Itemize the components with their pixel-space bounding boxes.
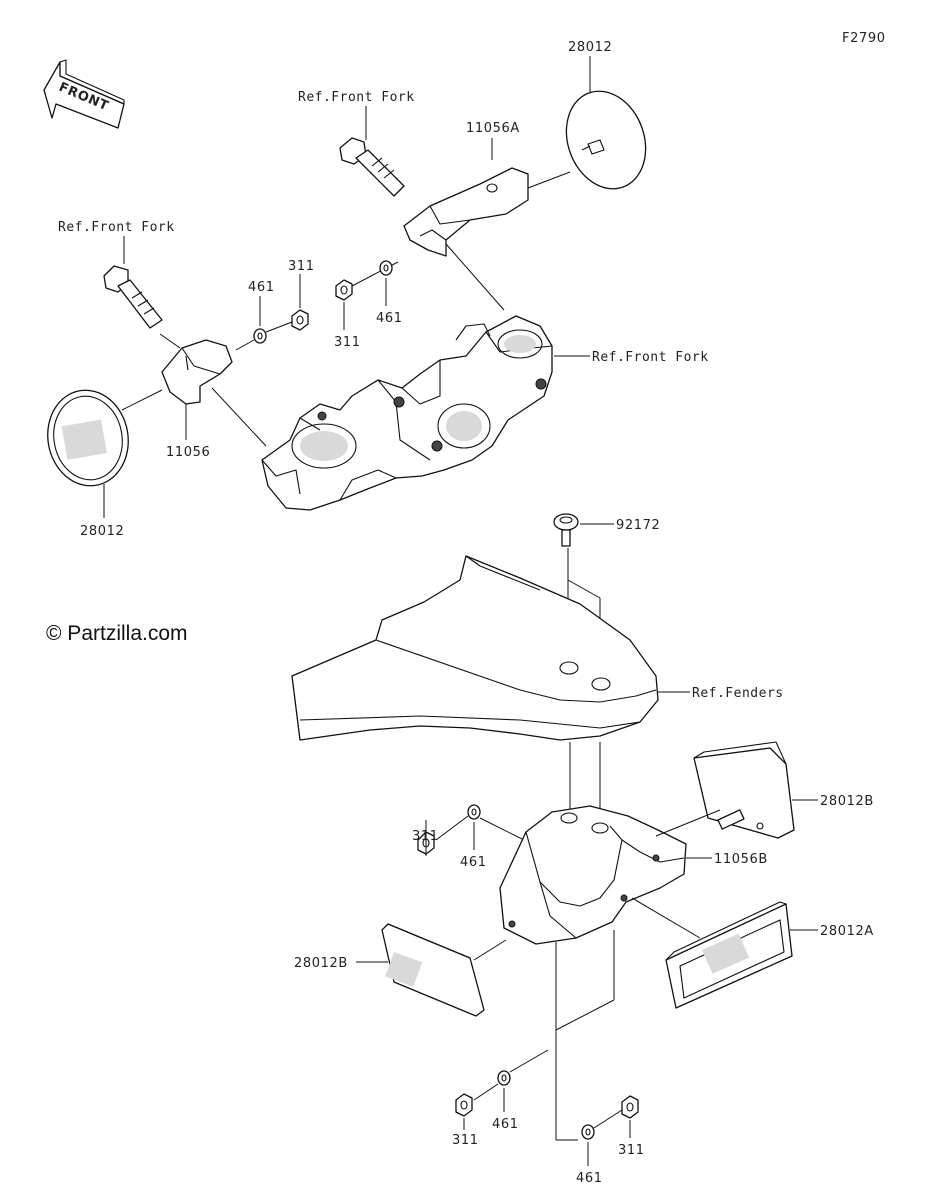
label-311-bottom-right: 311 bbox=[618, 1143, 645, 1158]
label-311-left: 311 bbox=[288, 259, 315, 274]
bracket-11056A[interactable] bbox=[403, 167, 529, 257]
bolt-left[interactable] bbox=[103, 265, 163, 329]
label-11056: 11056 bbox=[166, 445, 210, 460]
label-311-fender-visible: 311 bbox=[412, 829, 439, 844]
label-461-bottom-left: 461 bbox=[492, 1117, 519, 1132]
fork-triple-clamp bbox=[261, 315, 553, 511]
washer-461-mid[interactable] bbox=[379, 260, 393, 276]
label-461-bottom-right: 461 bbox=[576, 1171, 603, 1186]
front-arrow-icon: FRONT bbox=[43, 59, 125, 129]
reflector-28012-left[interactable] bbox=[40, 384, 135, 492]
label-461-fender: 461 bbox=[460, 855, 487, 870]
nut-311-bottom-left[interactable] bbox=[455, 1093, 473, 1117]
reflector-28012A[interactable] bbox=[665, 901, 793, 1009]
bracket-11056[interactable] bbox=[161, 339, 233, 405]
label-ref-front-fork-top: Ref.Front Fork bbox=[298, 90, 415, 105]
label-ref-front-fork-right: Ref.Front Fork bbox=[592, 350, 709, 365]
label-28012-top: 28012 bbox=[568, 40, 612, 55]
washer-461-bottom-right[interactable] bbox=[581, 1124, 595, 1140]
nut-311-mid[interactable] bbox=[335, 279, 353, 301]
bracket-11056B[interactable] bbox=[499, 805, 687, 945]
reflector-28012B-right[interactable] bbox=[693, 741, 795, 839]
label-28012B-left: 28012B bbox=[294, 956, 348, 971]
washer-461-left[interactable] bbox=[253, 328, 267, 344]
reflector-28012B-left[interactable] bbox=[381, 923, 485, 1017]
label-311-mid: 311 bbox=[334, 335, 361, 350]
screw-92172[interactable] bbox=[553, 513, 579, 547]
label-92172: 92172 bbox=[616, 518, 660, 533]
bolt-top[interactable] bbox=[339, 137, 405, 197]
label-461-mid: 461 bbox=[376, 311, 403, 326]
nut-311-left[interactable] bbox=[291, 309, 309, 331]
figure-code: F2790 bbox=[842, 31, 886, 46]
washer-461-fender[interactable] bbox=[467, 804, 481, 820]
label-11056A: 11056A bbox=[466, 121, 520, 136]
watermark: © Partzilla.com bbox=[46, 622, 188, 645]
label-311-bottom-left: 311 bbox=[452, 1133, 479, 1148]
label-28012-left: 28012 bbox=[80, 524, 124, 539]
washer-461-bottom-left[interactable] bbox=[497, 1070, 511, 1086]
label-461-left: 461 bbox=[248, 280, 275, 295]
label-ref-front-fork-left: Ref.Front Fork bbox=[58, 220, 175, 235]
nut-311-bottom-right[interactable] bbox=[621, 1095, 639, 1119]
label-28012A: 28012A bbox=[820, 924, 874, 939]
label-28012B-right: 28012B bbox=[820, 794, 874, 809]
reflector-28012-top[interactable] bbox=[553, 80, 659, 200]
label-ref-fenders: Ref.Fenders bbox=[692, 686, 784, 701]
label-11056B: 11056B bbox=[714, 852, 768, 867]
front-fender bbox=[291, 555, 659, 741]
